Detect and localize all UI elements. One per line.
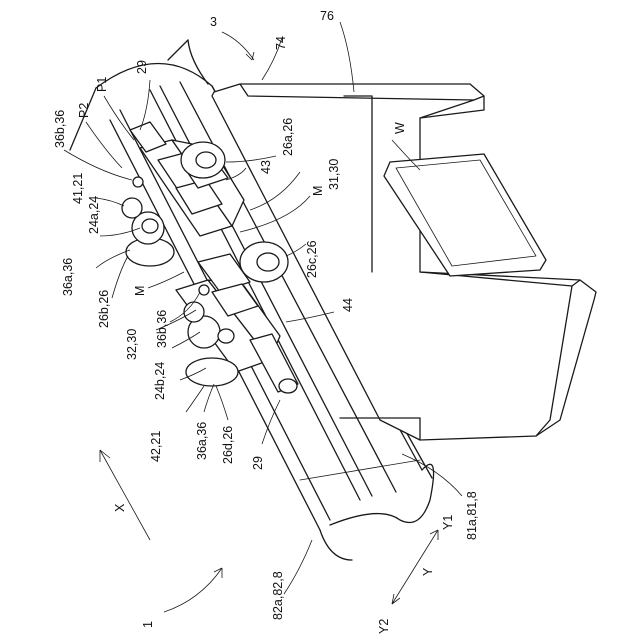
upper-carriage [122,122,244,266]
y-axis-line [392,530,438,604]
label-axis-y1: Y1 [441,515,455,530]
label-29-bottom: 29 [251,456,265,470]
label-m-left: M [133,286,147,296]
label-76: 76 [320,9,334,23]
label-m-right: M [311,186,325,196]
label-43: 43 [259,160,273,174]
x-axis-arrowhead [100,450,110,462]
label-29-top: 29 [135,60,149,74]
label-32-30: 32,30 [125,329,139,360]
x-axis-line [100,450,150,540]
label-42-21: 42,21 [149,431,163,462]
label-26b-26: 26b,26 [97,290,111,328]
label-overall-1: 1 [141,621,155,628]
label-74: 74 [274,36,288,50]
label-26c-26: 26c,26 [305,240,319,278]
label-31-30: 31,30 [327,159,341,190]
label-fig-ref: 3 [210,15,217,29]
label-81a-81-8: 81a,81,8 [465,491,479,540]
label-44: 44 [341,298,355,312]
label-axis-y2: Y2 [377,619,391,634]
label-36b-36-top: 36b,36 [53,110,67,148]
label-axis-x: X [113,503,127,512]
label-36b-36-mid: 36b,36 [155,310,169,348]
label-24a-24: 24a,24 [87,196,101,234]
label-41-21: 41,21 [71,173,85,204]
ref-1-curve [164,568,222,612]
label-axis-y: Y [421,567,435,576]
label-w: W [393,122,407,134]
label-36a-36-top: 36a,36 [61,258,75,296]
label-82a-82-8: 82a,82,8 [271,571,285,620]
label-24b-24: 24b,24 [153,362,167,400]
label-p2: P2 [77,103,91,118]
label-p1: P1 [95,77,109,92]
label-36a-36-bottom: 36a,36 [195,422,209,460]
label-26d-26: 26d,26 [221,426,235,464]
label-26a-26: 26a,26 [281,118,295,156]
